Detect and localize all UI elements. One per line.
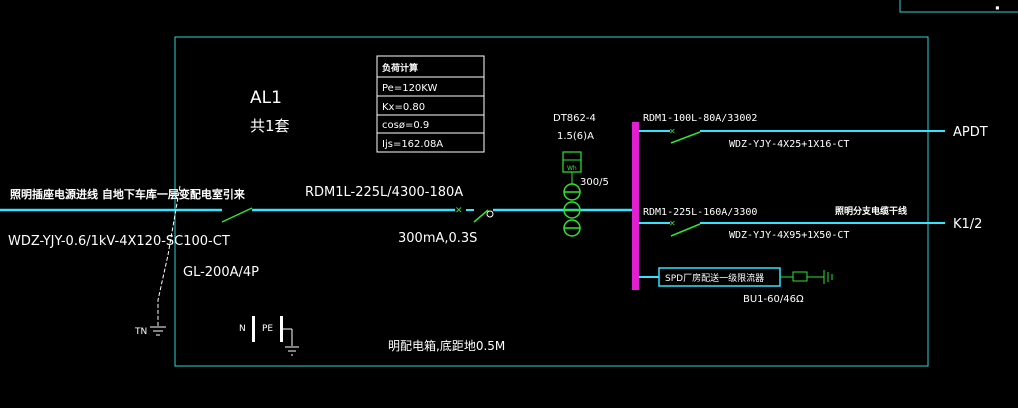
main-breaker-switch bbox=[473, 209, 489, 223]
pe-label: PE bbox=[262, 324, 273, 334]
ct-ratio: 300/5 bbox=[580, 177, 609, 188]
main-breaker-label: RDM1L-225L/4300-180A bbox=[305, 185, 463, 200]
neutral-label: N bbox=[239, 324, 246, 334]
earth-label: TN bbox=[134, 327, 147, 337]
ground-icon bbox=[823, 270, 833, 284]
load-table-row: Pe=120KW bbox=[382, 83, 437, 94]
fuse-icon bbox=[792, 271, 808, 282]
meter-rating: 1.5(6)A bbox=[557, 131, 594, 142]
svg-text:Wh: Wh bbox=[567, 165, 577, 172]
outgoing-note: 照明分支电缆干线 bbox=[835, 205, 907, 217]
pe-bar bbox=[280, 316, 283, 342]
title-block-fragment bbox=[899, 0, 1018, 13]
spd-label: SPD厂房配送一级限流器 bbox=[665, 272, 764, 284]
meter-model: DT862-4 bbox=[553, 113, 596, 124]
rcd-setting: 300mA,0.3S bbox=[398, 231, 477, 246]
ground-icon bbox=[150, 326, 166, 336]
incoming-cable: WDZ-YJY-0.6/1kV-4X120-SC100-CT bbox=[8, 234, 230, 249]
outgoing-breaker-label: RDM1-100L-80A/33002 bbox=[643, 113, 757, 124]
outgoing-destination: APDT bbox=[953, 125, 988, 140]
breaker-cross-icon: ✕ bbox=[669, 219, 676, 228]
breaker-cross-icon: ✕ bbox=[669, 127, 676, 136]
isolator-label: GL-200A/4P bbox=[183, 265, 259, 280]
outgoing-destination: K1/2 bbox=[953, 217, 982, 232]
panel-quantity: 共1套 bbox=[250, 117, 290, 135]
ground-icon bbox=[285, 346, 299, 356]
load-table-row: cosø=0.9 bbox=[382, 120, 429, 131]
svg-text:▪: ▪ bbox=[995, 3, 1000, 12]
current-transformer-icon bbox=[563, 183, 581, 237]
load-table-row: Ijs=162.08A bbox=[382, 139, 443, 150]
earth-conductor bbox=[157, 185, 181, 326]
load-table-row: Kx=0.80 bbox=[382, 102, 425, 113]
panel-frame bbox=[174, 36, 929, 367]
isolator-switch bbox=[221, 207, 253, 223]
load-table-title: 负荷计算 bbox=[382, 62, 418, 74]
outgoing-breaker-label: RDM1-225L-160A/3300 bbox=[643, 207, 757, 218]
load-table: 负荷计算 Pe=120KW Kx=0.80 cosø=0.9 Ijs=162.0… bbox=[376, 55, 485, 153]
kwh-meter-icon: Wh bbox=[562, 151, 582, 173]
outgoing-cable: WDZ-YJY-4X25+1X16-CT bbox=[729, 139, 849, 150]
breaker-cross-icon: ✕ bbox=[455, 206, 463, 216]
rcd-icon bbox=[486, 210, 494, 218]
neutral-bar bbox=[252, 316, 255, 342]
spd-model: BU1-60/46Ω bbox=[743, 294, 804, 305]
panel-name: AL1 bbox=[250, 88, 282, 108]
mounting-note: 明配电箱,底距地0.5M bbox=[388, 338, 505, 353]
outgoing-cable: WDZ-YJY-4X95+1X50-CT bbox=[729, 230, 849, 241]
outgoing-breaker-switch bbox=[670, 131, 701, 144]
busbar bbox=[632, 122, 639, 290]
incoming-description: 照明插座电源进线 自地下车库一层变配电室引来 bbox=[10, 187, 246, 201]
outgoing-breaker-switch bbox=[670, 223, 701, 237]
